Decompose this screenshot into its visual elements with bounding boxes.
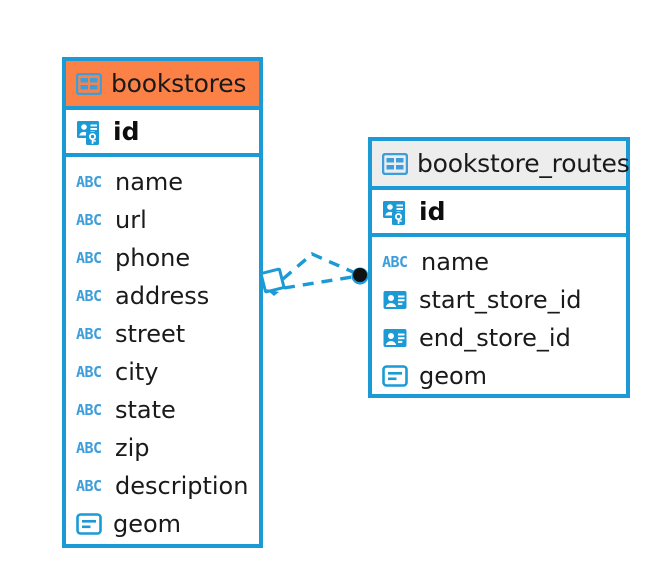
field-row[interactable]: geom (76, 505, 249, 543)
entity-header-bookstore-routes[interactable]: bookstore_routes (372, 141, 630, 190)
field-label: url (115, 206, 147, 234)
entity-bookstore-routes[interactable]: bookstore_routes id (368, 137, 630, 398)
primary-key-label: id (113, 117, 140, 146)
abc-text-icon: ABC (76, 476, 102, 495)
field-label: name (115, 168, 184, 196)
field-label: end_store_id (419, 324, 571, 352)
abc-text-icon: ABC (382, 252, 408, 271)
foreign-key-icon (382, 326, 410, 350)
field-label: state (115, 396, 176, 424)
entity-name-label: bookstore_routes (417, 149, 630, 178)
field-label: address (115, 282, 210, 310)
abc-text-icon: ABC (76, 324, 102, 343)
abc-text-icon: ABC (76, 248, 102, 267)
field-label: phone (115, 244, 191, 272)
abc-text-icon: ABC (76, 286, 102, 305)
primary-key-row-bookstore-routes[interactable]: id (372, 190, 626, 237)
field-label: description (115, 472, 249, 500)
field-row[interactable]: ABC name (382, 243, 616, 281)
field-row[interactable]: ABC street (76, 315, 249, 353)
foreign-key-icon (382, 288, 410, 312)
primary-key-label: id (419, 197, 446, 226)
abc-text-icon: ABC (76, 362, 102, 381)
field-row[interactable]: ABC url (76, 201, 249, 239)
entity-header-bookstores[interactable]: bookstores (66, 61, 259, 110)
relationship-line-lower (283, 275, 353, 290)
field-label: geom (113, 510, 182, 538)
field-row[interactable]: ABC zip (76, 429, 249, 467)
abc-text-icon: ABC (76, 400, 102, 419)
field-row[interactable]: geom (382, 357, 616, 395)
abc-text-icon: ABC (76, 172, 102, 191)
table-icon (76, 72, 102, 95)
primary-key-icon (76, 118, 104, 146)
primary-key-row-bookstores[interactable]: id (66, 110, 259, 157)
field-row[interactable]: ABC state (76, 391, 249, 429)
field-row[interactable]: ABC city (76, 353, 249, 391)
field-row[interactable]: ABC address (76, 277, 249, 315)
field-row[interactable]: ABC name (76, 163, 249, 201)
diamond-marker (259, 267, 286, 296)
field-label: geom (419, 362, 488, 390)
entity-name-label: bookstores (111, 69, 247, 98)
field-row[interactable]: ABC phone (76, 239, 249, 277)
geometry-icon (382, 364, 410, 388)
primary-key-icon (382, 198, 410, 226)
field-label: start_store_id (419, 286, 582, 314)
field-row[interactable]: ABC description (76, 467, 249, 505)
field-row[interactable]: start_store_id (382, 281, 616, 319)
abc-text-icon: ABC (76, 438, 102, 457)
field-list-bookstore-routes: ABC name start_store_id (372, 237, 626, 399)
field-label: name (421, 248, 490, 276)
entity-bookstores[interactable]: bookstores id (62, 57, 263, 548)
table-icon (382, 152, 408, 175)
field-row[interactable]: end_store_id (382, 319, 616, 357)
field-label: city (115, 358, 159, 386)
field-list-bookstores: ABC name ABC url ABC phone ABC address A… (66, 157, 259, 547)
geometry-icon (76, 512, 104, 536)
field-label: street (115, 320, 186, 348)
abc-text-icon: ABC (76, 210, 102, 229)
relationship-line-upper (281, 252, 354, 281)
field-label: zip (115, 434, 150, 462)
filled-circle-marker (351, 267, 369, 285)
